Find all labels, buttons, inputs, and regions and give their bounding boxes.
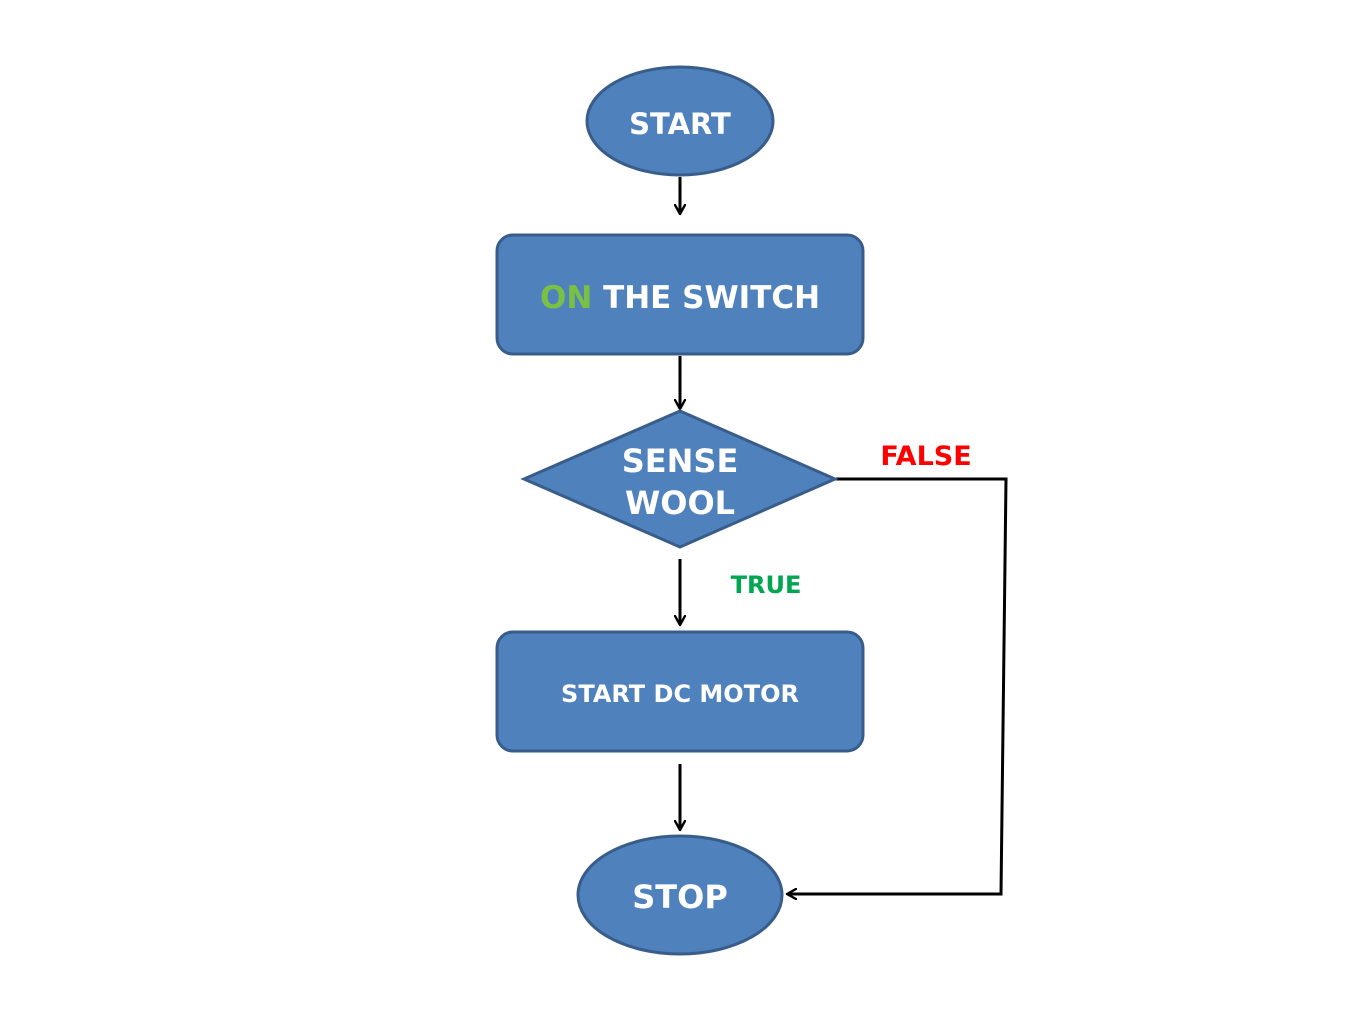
- switch-label-on: ON: [540, 280, 592, 316]
- start-label: START: [629, 107, 731, 141]
- node-sense-wool: SENSE WOOL: [520, 409, 839, 549]
- motor-process-shape: [495, 630, 865, 753]
- switch-label: ON THE SWITCH: [540, 280, 820, 316]
- edge-sense-to-stop: [787, 477, 1008, 894]
- switch-process-shape: [495, 233, 865, 356]
- sense-label-line-1: SENSE: [622, 442, 739, 480]
- node-on-the-switch: ON THE SWITCH: [495, 233, 865, 356]
- stop-label: STOP: [632, 878, 728, 916]
- node-stop: STOP: [576, 834, 784, 956]
- switch-label-rest: THE SWITCH: [592, 280, 820, 316]
- edge-label-true: TRUE: [731, 571, 802, 599]
- sense-label-line-2: WOOL: [625, 484, 735, 522]
- edges: [680, 177, 1008, 894]
- sense-decision-shape: [520, 409, 839, 549]
- start-terminator-shape: [585, 65, 775, 177]
- edge-label-false: FALSE: [880, 441, 971, 472]
- stop-terminator-shape: [576, 834, 784, 956]
- node-start: START: [585, 65, 775, 177]
- motor-label: START DC MOTOR: [561, 680, 799, 708]
- node-start-dc-motor: START DC MOTOR: [495, 630, 865, 753]
